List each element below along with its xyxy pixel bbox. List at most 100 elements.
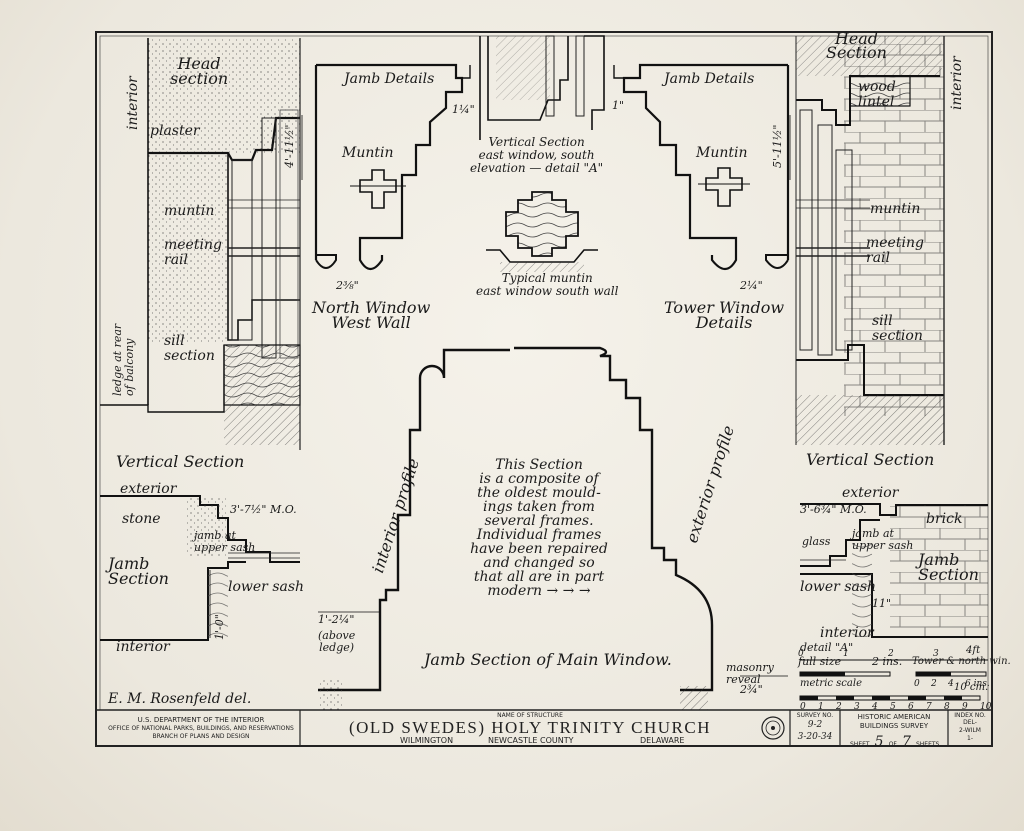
tower-window-title: Tower Window Details: [664, 298, 785, 332]
scale-tower-north: Tower & north win.: [912, 656, 1011, 667]
metric-tick-10: 10: [980, 702, 992, 712]
stone-label: stone: [122, 511, 161, 527]
sheets-caption: Sheets: [915, 741, 940, 748]
scale-four-ft: 4ft: [966, 645, 981, 656]
state-label: Delaware: [640, 736, 685, 745]
meeting-rail-right-label: meeting rail: [866, 235, 924, 266]
dim-2-1-4-right-label: 2¼": [740, 279, 763, 292]
jamb-at-upper-sash-right-label: jamb at upper sash: [852, 527, 914, 552]
metric-tick-6: 6: [908, 702, 914, 712]
dim-3-7-label: 3'-7½" M.O.: [230, 503, 297, 516]
lower-sash-left-label: lower sash: [228, 579, 305, 595]
above-ledge-label: (above ledge): [318, 629, 356, 654]
top-tick-3: 3: [933, 649, 939, 659]
vertical-section-right-label: Vertical Section: [806, 450, 935, 469]
ledge-label: ledge at rear of balcony: [111, 323, 136, 396]
metric-tick-7: 7: [926, 702, 932, 712]
vertical-section-east-label: Vertical Section east window, south elev…: [470, 135, 604, 175]
jamb-details-left-label: Jamb Details: [344, 71, 435, 87]
interior-right-label: interior: [949, 56, 965, 110]
jamb-details-right-label: Jamb Details: [664, 71, 755, 87]
north-window-title: North Window West Wall: [312, 298, 431, 332]
mid-tick-1: 2: [931, 679, 937, 689]
top-tick-0: 0: [798, 649, 804, 659]
mid-tick-2: 4: [948, 679, 954, 689]
dim-1-0-label: 1'-0": [213, 614, 226, 640]
sill-section-left-label: sill section: [164, 333, 215, 364]
muntin-small-right-label: Muntin: [696, 145, 748, 161]
dim-11-label: 11": [872, 597, 892, 610]
sheet-number-row: Sheet 5 of 7 Sheets: [850, 731, 939, 750]
sheet-border: [95, 31, 993, 747]
county-label: Newcastle County: [488, 736, 574, 745]
exterior-left-label: exterior: [120, 481, 177, 497]
index-line-2: 2-WILM: [959, 727, 981, 734]
survey-no-caption: Survey No.: [796, 712, 834, 719]
name-of-structure-caption: Name of Structure: [497, 712, 563, 719]
dim-4-11-label: 4'-11½": [283, 124, 296, 168]
plaster-label: plaster: [150, 123, 200, 139]
wood-lintel-label: wood lintel: [858, 79, 896, 110]
index-no-caption: Index No.: [954, 712, 986, 719]
habs-line-2: Buildings Survey: [859, 722, 929, 730]
sheet-of-caption: of: [888, 741, 897, 748]
metric-tick-8: 8: [944, 702, 950, 712]
muntin-left-label: muntin: [164, 203, 215, 219]
exterior-right-label: exterior: [842, 485, 899, 501]
interior-bottom-right-label: interior: [820, 625, 874, 641]
sill-section-right-label: sill section: [872, 313, 923, 344]
sheet-total: 7: [901, 734, 911, 750]
metric-tick-3: 3: [854, 702, 860, 712]
interior-bottom-left-label: interior: [116, 639, 170, 655]
dim-5-11-label: 5'-11½": [771, 124, 784, 168]
dim-2-3-8-label: 2⅜": [336, 279, 359, 292]
muntin-right-label: muntin: [870, 201, 921, 217]
scale-full-size: full size: [798, 655, 842, 668]
dim-3-6-label: 3'-6¾" M.O.: [800, 503, 867, 516]
sheet-number: 5: [874, 734, 884, 750]
jamb-at-upper-sash-left-label: jamb at upper sash: [194, 529, 256, 554]
scale-two-ins: 2 ins.: [872, 655, 903, 668]
index-line-3: 1-: [967, 735, 973, 742]
scale-ten-cm: 10 cm.: [954, 682, 989, 693]
head-section-right-label: Head Section: [826, 29, 887, 62]
composite-note: This Section is a composite of the oldes…: [470, 457, 608, 599]
dim-2-3-4-label: 2¾": [740, 683, 763, 696]
survey-no: 9-2: [807, 720, 823, 730]
scale-bars: [799, 659, 988, 701]
head-section-left-label: Head section: [170, 54, 229, 88]
metric-tick-9: 9: [962, 702, 968, 712]
dim-quarter-left-label: 1¼": [452, 103, 475, 116]
vertical-section-left-label: Vertical Section: [116, 452, 245, 471]
glass-label: glass: [802, 535, 831, 548]
jamb-section-right-label: Jamb Section: [918, 550, 979, 584]
habs-line-1: Historic American: [857, 713, 931, 721]
detail-a-label: detail "A": [800, 641, 854, 654]
agency-line-3: Branch of Plans and Design: [152, 733, 250, 740]
mid-tick-0: 0: [914, 679, 920, 689]
top-tick-1: 1: [843, 649, 849, 659]
sheet-caption: Sheet: [850, 741, 870, 748]
brick-label: brick: [926, 511, 963, 527]
muntin-small-left-label: Muntin: [342, 145, 394, 161]
agency-line-2: Office of National Parks, Buildings, and…: [108, 725, 294, 732]
metric-tick-5: 5: [890, 702, 896, 712]
jamb-section-left-label: Jamb Section: [108, 554, 169, 588]
dim-quarter-right-label: 1": [612, 99, 625, 112]
meeting-rail-left-label: meeting rail: [164, 237, 222, 268]
metric-tick-4: 4: [872, 702, 878, 712]
city-label: Wilmington: [400, 736, 454, 745]
lower-sash-right-label: lower sash: [800, 579, 877, 595]
seal: [761, 716, 785, 740]
scale-metric-label: metric scale: [800, 678, 862, 689]
dim-1-2-1-4-label: 1'-2¼": [318, 613, 355, 626]
metric-tick-0: 0: [800, 702, 806, 712]
metric-tick-1: 1: [818, 702, 824, 712]
main-window-title: Jamb Section of Main Window.: [424, 650, 672, 669]
masonry-reveal-label: masonry reveal: [726, 661, 774, 686]
survey-date: 3-20-34: [797, 732, 833, 742]
delineator-signature: E. M. Rosenfeld del.: [108, 691, 252, 707]
index-line-1: DEL-: [963, 719, 977, 726]
agency-line-1: U.S. Department of the Interior: [137, 716, 265, 724]
mid-tick-3: 6 ins.: [965, 679, 990, 689]
